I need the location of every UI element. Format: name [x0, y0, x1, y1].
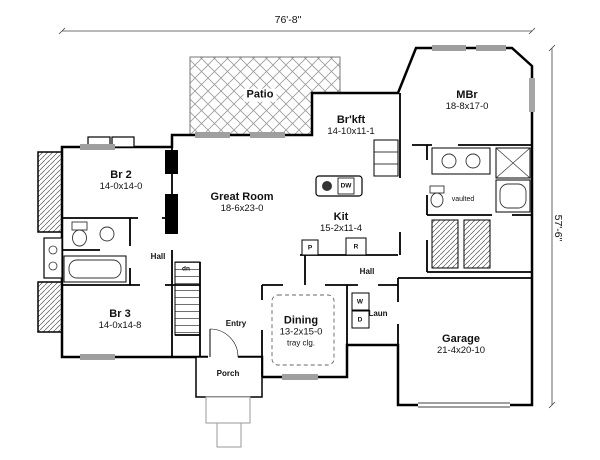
- dining-size: 13-2x15-0: [279, 326, 323, 338]
- windows: [80, 45, 535, 408]
- brkft-name: Br'kft: [336, 114, 366, 127]
- mbr-size: 18-8x17-0: [445, 100, 489, 112]
- hall-west-name: Hall: [150, 251, 166, 261]
- room-label-hall-west: Hall: [151, 246, 166, 264]
- patio-name: Patio: [246, 88, 274, 101]
- hall-east-name: Hall: [359, 266, 375, 276]
- porch-name: Porch: [216, 368, 240, 378]
- great-room-size: 18-6x23-0: [220, 202, 264, 214]
- master-closet: [431, 219, 491, 269]
- dimension-lines: [58, 27, 556, 409]
- garage-size: 21-4x20-10: [436, 344, 486, 356]
- room-label-garage: Garage 21-4x20-10: [437, 333, 485, 357]
- room-label-great-room: Great Room 18-6x23-0: [211, 191, 274, 215]
- dryer-label: D: [357, 316, 363, 324]
- mbr-name: MBr: [456, 89, 478, 102]
- dining-note: tray clg.: [286, 338, 315, 348]
- br2-name: Br 2: [110, 169, 132, 182]
- dining-name: Dining: [283, 314, 319, 327]
- range-label: R: [353, 243, 359, 251]
- fireplace: [165, 150, 178, 234]
- brkft-size: 14-10x11-1: [327, 125, 375, 137]
- stairs-dn-label: dn: [182, 265, 190, 273]
- br3-size: 14-0x14-8: [98, 319, 142, 331]
- pantry-label: P: [307, 244, 313, 252]
- room-label-br2: Br 2 14-0x14-0: [100, 169, 143, 193]
- room-label-kit: Kit 15-2x11-4: [320, 211, 362, 235]
- room-label-dining: Dining 13-2x15-0 tray clg.: [276, 314, 326, 348]
- closet-bays: [37, 151, 63, 333]
- dining-tray-ceiling: [271, 294, 335, 366]
- laundry-fixtures: [351, 292, 370, 329]
- washer-label: W: [356, 298, 364, 306]
- garage-name: Garage: [442, 333, 480, 346]
- room-label-mbr: MBr 18-8x17-0: [446, 89, 489, 113]
- kitchen-fixtures: [301, 139, 399, 256]
- room-label-hall-east: Hall: [360, 261, 375, 279]
- dimension-width-label: 76'-8": [274, 13, 302, 26]
- master-bath-fixtures: [429, 147, 531, 213]
- laundry-name: Laun: [368, 308, 388, 318]
- entry-door: [208, 328, 239, 360]
- stairs: [174, 261, 201, 336]
- great-room-name: Great Room: [210, 191, 274, 204]
- entry-name: Entry: [225, 318, 247, 328]
- porch-structure: [195, 356, 263, 448]
- kit-name: Kit: [333, 211, 349, 224]
- room-label-porch: Porch: [217, 363, 240, 381]
- room-label-entry: Entry: [226, 313, 246, 331]
- room-label-brkft: Br'kft 14-10x11-1: [327, 114, 374, 138]
- br2-size: 14-0x14-0: [99, 180, 143, 192]
- br3-name: Br 3: [109, 308, 131, 321]
- master-bath-note: vaulted: [451, 195, 475, 203]
- room-label-laundry: Laun: [368, 303, 387, 321]
- room-label-br3: Br 3 14-0x14-8: [99, 308, 142, 332]
- hall-bath-fixtures: [63, 221, 127, 283]
- dishwasher-label: DW: [340, 182, 352, 190]
- room-label-patio: Patio: [243, 88, 277, 102]
- dimension-height-label: 57'-6": [552, 214, 565, 242]
- kit-size: 15-2x11-4: [319, 222, 363, 234]
